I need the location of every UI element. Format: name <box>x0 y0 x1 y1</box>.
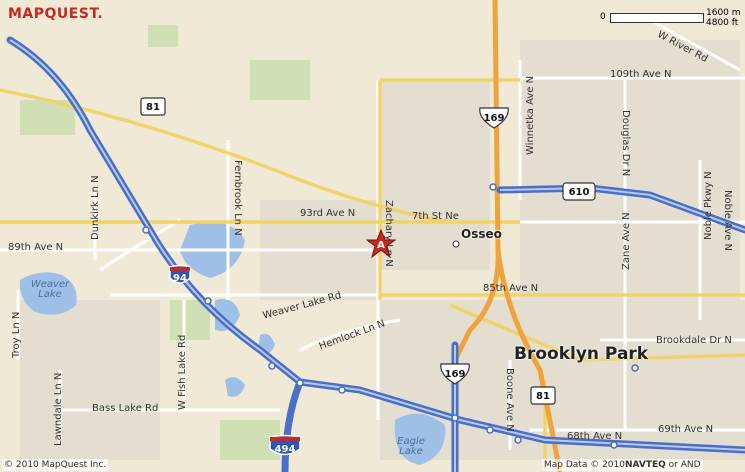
water-label-eagle-lake: Eagle Lake <box>397 436 425 457</box>
svg-text:610: 610 <box>569 187 590 198</box>
us-169-road <box>452 0 563 472</box>
neighborhood-areas <box>20 40 745 460</box>
us169-shield-icon-bottom: 169 <box>440 363 470 385</box>
scale-imperial: 4800 ft <box>706 18 739 28</box>
route81-shield-icon-bottom: 81 <box>530 386 556 405</box>
scale-bar: 0 1600 m 4800 ft <box>598 8 743 30</box>
road-label-zachary-ln: Zachary Ln N <box>383 200 394 267</box>
road-label-dunkirk-ln: Dunkirk Ln N <box>90 175 101 240</box>
road-label-89th-ave: 89th Ave N <box>8 242 64 253</box>
route81-shield-icon-left: 81 <box>140 97 166 116</box>
road-label-zane-ave: Zane Ave N <box>621 212 632 270</box>
copyright-mapquest: © 2010 MapQuest Inc. <box>2 459 109 471</box>
us169-shield-icon-top: 169 <box>479 107 509 129</box>
road-label-troy-ln: Troy Ln N <box>11 311 22 358</box>
svg-text:169: 169 <box>445 369 466 380</box>
road-label-fernbrook-ln: Fernbrook Ln N <box>232 160 243 236</box>
scale-bar-graphic <box>610 13 704 23</box>
scale-metric: 1600 m <box>706 8 741 18</box>
road-label-winnetka-ave: Winnetka Ave N <box>525 75 536 155</box>
svg-text:81: 81 <box>536 391 550 402</box>
route610-shield-icon: 610 <box>562 182 596 201</box>
road-label-69th-ave: 69th Ave N <box>658 424 714 435</box>
svg-text:169: 169 <box>484 113 505 124</box>
i494-shield-icon: 494 <box>269 434 301 456</box>
i94-shield-label: 94 <box>173 273 187 284</box>
road-label-douglas-dr: Douglas Dr N <box>620 110 631 177</box>
road-label-7th-st: 7th St Ne <box>412 211 459 222</box>
road-label-93rd-ave: 93rd Ave N <box>300 208 356 219</box>
copyright-map-data: Map Data © 2010NAVTEQ or AND <box>542 459 703 471</box>
road-label-boone-ave: Boone Ave N <box>504 368 515 432</box>
road-label-w-fish-lake-rd: W Fish Lake Rd <box>177 334 188 410</box>
interchanges <box>142 183 639 449</box>
copyright-suffix: or AND <box>668 460 701 470</box>
road-label-68th-ave: 68th Ave N <box>567 431 623 442</box>
navteq-label: NAVTEQ <box>624 460 666 470</box>
road-label-109th-ave: 109th Ave N <box>610 69 672 80</box>
road-label-85th-ave: 85th Ave N <box>483 283 539 294</box>
road-label-noble-pkwy: Noble Pkwy N <box>703 171 714 240</box>
road-label-noble-ave: Noble Ave N <box>722 190 733 252</box>
copyright-year: © 2010 <box>590 460 625 470</box>
i94-shield-icon: 94 <box>169 264 191 284</box>
osseo-city-dot <box>452 240 460 248</box>
city-label-brooklyn-park: Brooklyn Park <box>514 344 649 364</box>
marker-label: A <box>377 240 385 251</box>
road-label-bass-lake-rd: Bass Lake Rd <box>92 403 159 414</box>
scale-zero: 0 <box>600 12 606 22</box>
city-label-osseo: Osseo <box>461 227 502 241</box>
location-marker-star-icon[interactable]: A <box>366 229 396 259</box>
road-label-brookdale-dr: Brookdale Dr N <box>656 335 732 346</box>
water-label-weaver-lake: Weaver Lake <box>30 279 70 300</box>
mapquest-logo: MAPQUEST. <box>8 6 104 22</box>
copyright-map-data-label[interactable]: Map Data <box>544 460 588 470</box>
road-label-lawndale-ln: Lawndale Ln N <box>53 372 64 446</box>
svg-text:81: 81 <box>146 102 160 113</box>
i494-shield-label: 494 <box>275 444 296 455</box>
